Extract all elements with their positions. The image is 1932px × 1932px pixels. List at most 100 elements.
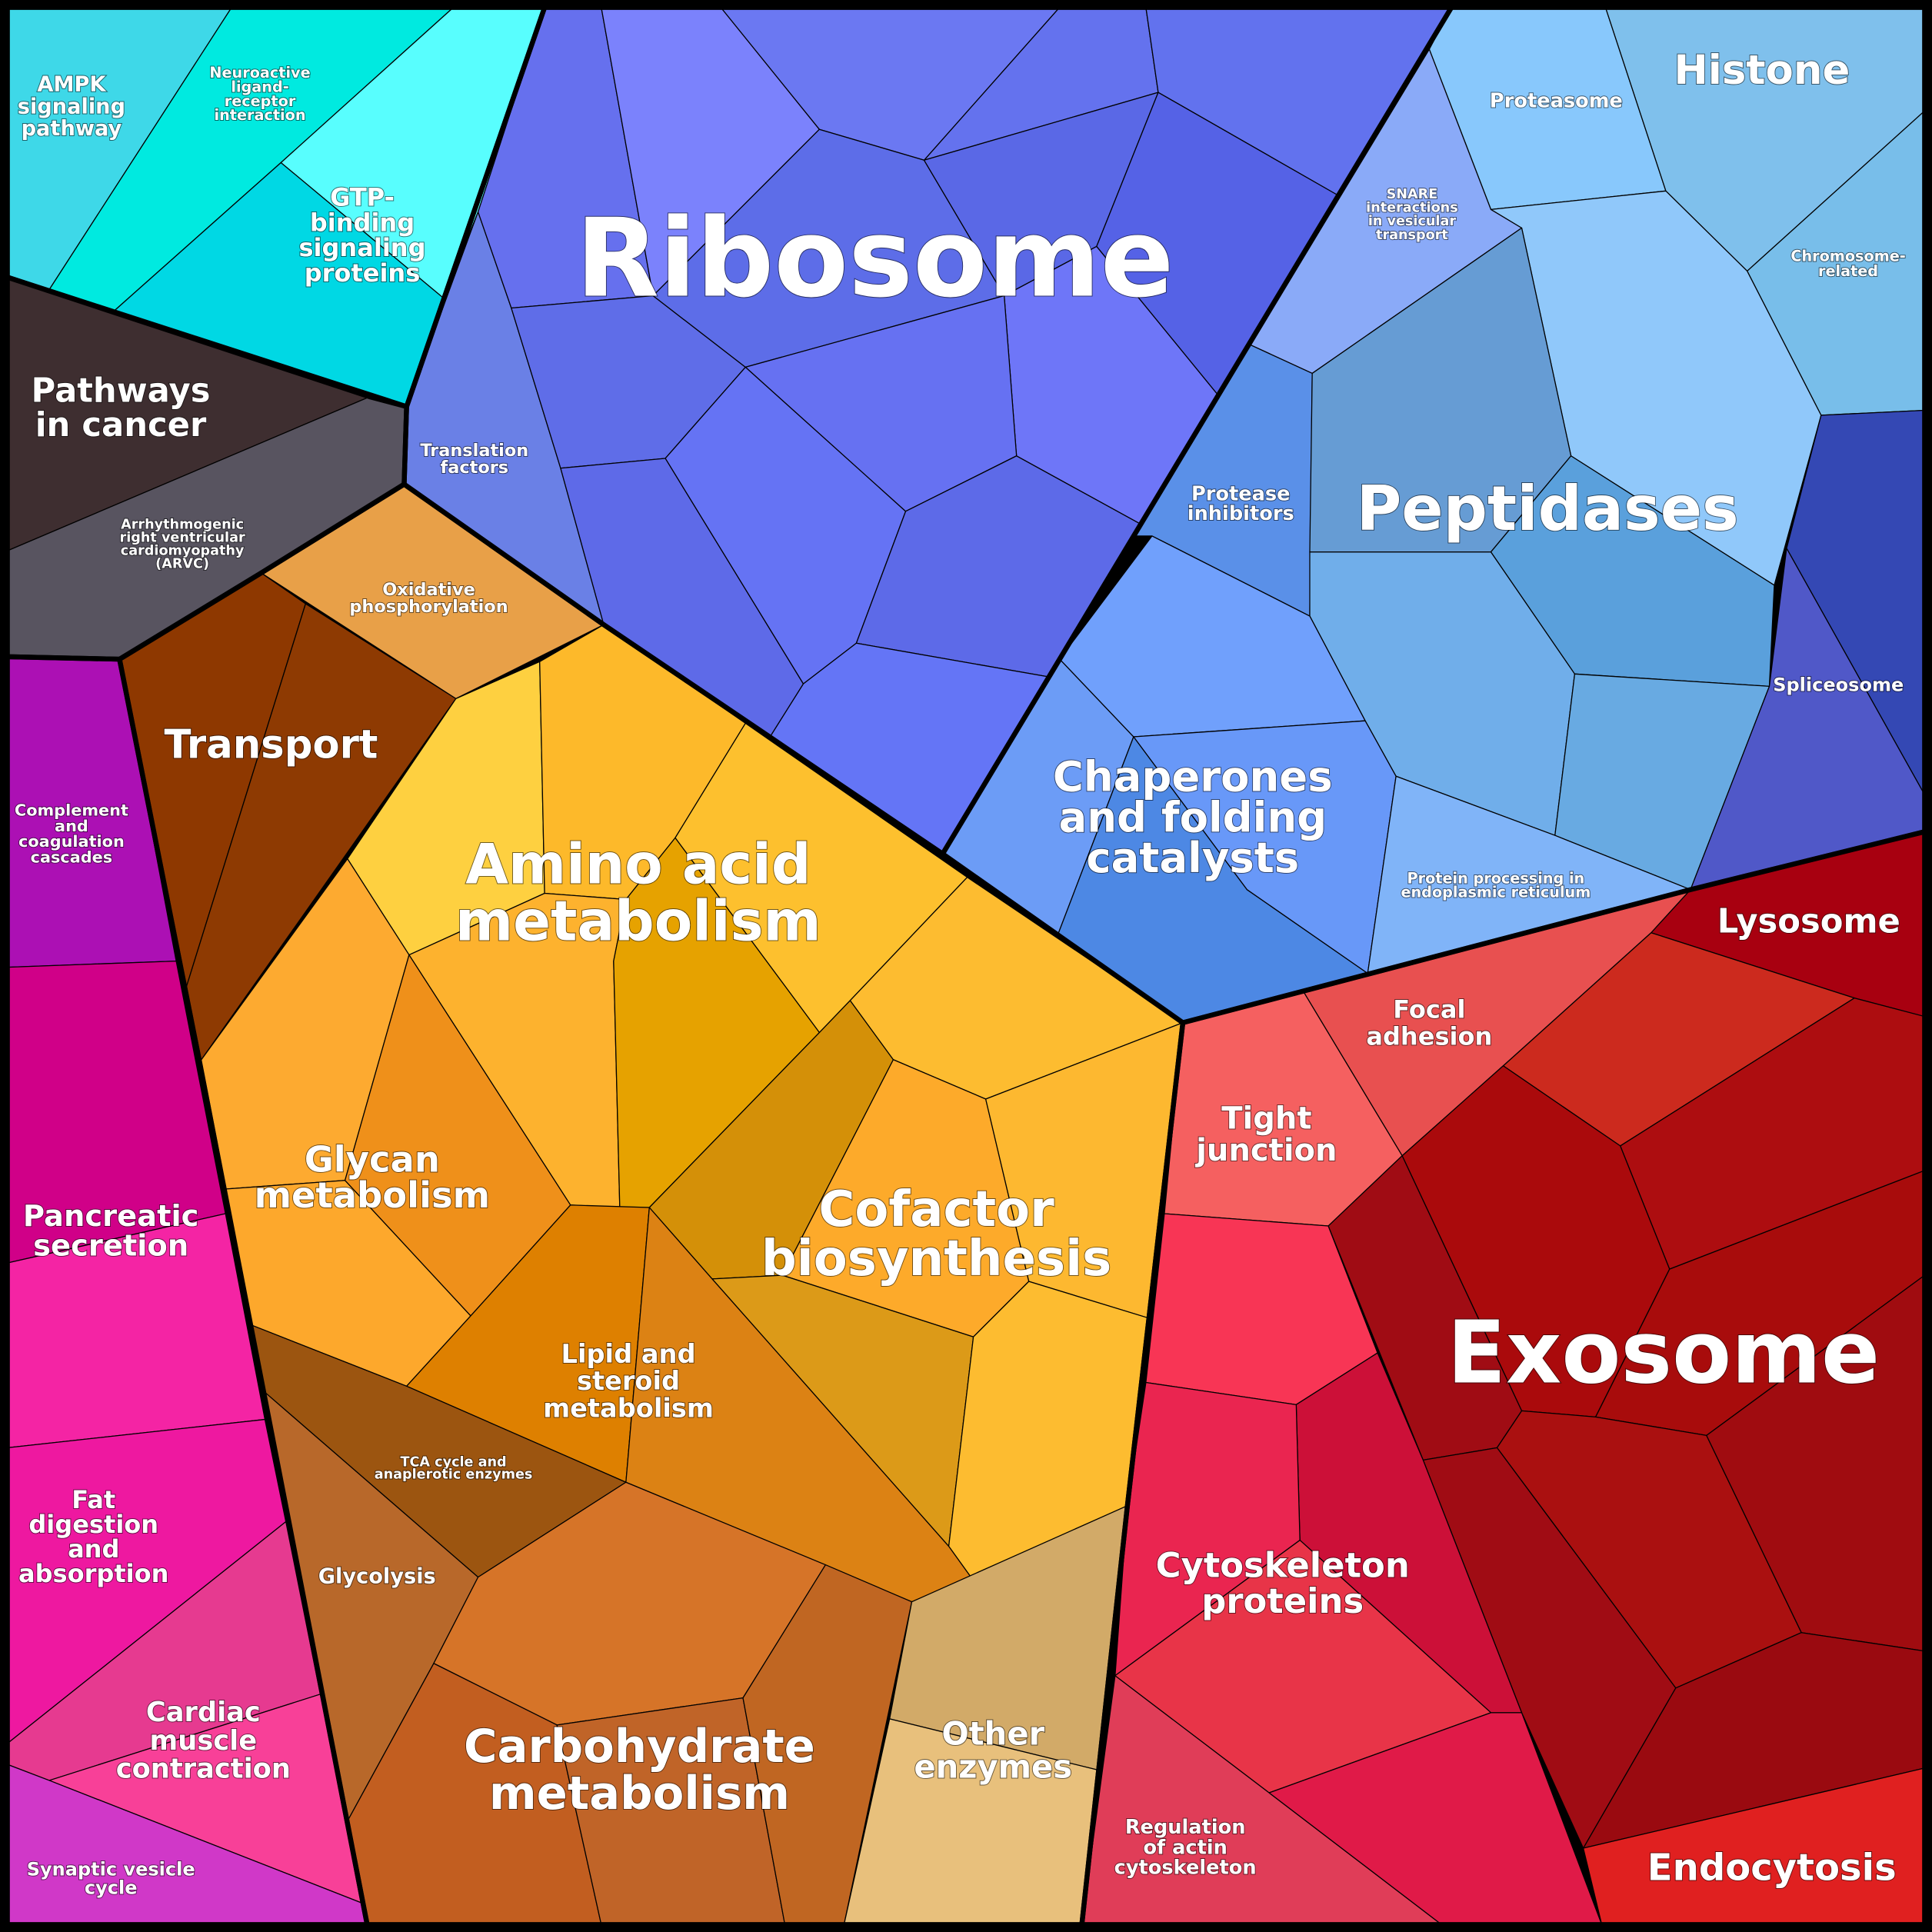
label-line: and folding [1058, 792, 1327, 841]
label-line: Transport [165, 721, 378, 768]
label-line: cardiomyopathy [121, 544, 245, 559]
label-proteasome: Proteasome [1490, 89, 1623, 112]
label-line: proteins [1201, 1581, 1364, 1621]
label-line: Chaperones [1053, 752, 1333, 801]
label-line: Other [941, 1714, 1044, 1752]
label-line: Tight [1221, 1101, 1311, 1136]
cell-carbohydrate-4[interactable] [742, 1564, 913, 1926]
label-line: Chromosome- [1790, 248, 1905, 265]
label-exosome: Exosome [1447, 1303, 1880, 1403]
label-line: Regulation [1125, 1816, 1246, 1839]
label-line: Fat [72, 1485, 115, 1514]
label-peptidases: Peptidases [1357, 473, 1739, 545]
label-line: Spliceosome [1773, 675, 1904, 696]
label-line: secretion [33, 1228, 188, 1263]
label-line: phosphorylation [349, 597, 508, 617]
label-line: contraction [116, 1754, 291, 1785]
label-line: Translation [420, 441, 528, 461]
label-line: Lysosome [1717, 903, 1900, 941]
label-line: TCA cycle and [400, 1454, 506, 1470]
label-line: muscle [150, 1725, 258, 1757]
label-line: enzymes [914, 1748, 1072, 1786]
cell-cytoskeleton-5[interactable] [1268, 1712, 1603, 1926]
label-line: GTP- [330, 183, 395, 212]
label-line: cycle [85, 1877, 138, 1898]
label-ribosome: Ribosome [576, 195, 1174, 321]
label-line: Protease [1191, 482, 1291, 505]
label-line: proteins [305, 258, 421, 288]
label-line: anaplerotic enzymes [375, 1467, 533, 1482]
label-line: in cancer [35, 406, 207, 445]
label-line: factors [440, 458, 508, 478]
label-line: SNARE [1387, 187, 1438, 202]
label-transport: Transport [165, 721, 378, 768]
label-line: Glycan [305, 1139, 440, 1181]
label-line: metabolism [455, 889, 821, 954]
label-line: Exosome [1447, 1303, 1880, 1403]
label-line: inhibitors [1188, 502, 1294, 525]
label-line: Endocytosis [1647, 1847, 1897, 1890]
label-line: Pathways [32, 371, 211, 410]
label-line: Histone [1674, 47, 1850, 94]
label-line: digestion [28, 1510, 158, 1539]
label-line: cascades [31, 848, 113, 867]
label-line: Lipid and [561, 1339, 696, 1369]
label-line: Amino acid [465, 833, 811, 898]
label-line: metabolism [543, 1393, 714, 1423]
label-spliceosome: Spliceosome [1773, 675, 1904, 696]
label-line: metabolism [255, 1174, 490, 1216]
label-line: Oxidative [382, 580, 475, 600]
label-line: Neuroactive [209, 64, 310, 82]
label-line: signaling [18, 95, 125, 118]
label-line: biosynthesis [761, 1231, 1111, 1287]
label-line: Protein processing in [1407, 870, 1585, 888]
label-line: Cofactor [818, 1181, 1054, 1238]
label-line: junction [1194, 1133, 1337, 1168]
label-line: Synaptic vesicle [27, 1858, 195, 1880]
label-line: Cytoskeleton [1156, 1545, 1410, 1586]
label-line: Ribosome [576, 195, 1174, 321]
label-line: Carbohydrate [464, 1720, 815, 1773]
label-histone: Histone [1674, 47, 1850, 94]
label-line: interactions [1366, 201, 1458, 216]
label-line: pathway [22, 117, 122, 141]
label-line: Complement [15, 801, 128, 820]
label-endocytosis: Endocytosis [1647, 1847, 1897, 1890]
label-line: and [55, 817, 88, 835]
label-line: Proteasome [1490, 89, 1623, 112]
label-line: receptor [225, 92, 296, 110]
label-line: (ARVC) [155, 557, 209, 572]
label-line: interaction [215, 106, 306, 124]
label-line: signaling [298, 233, 425, 262]
label-line: Arrhythmogenic [121, 517, 244, 532]
label-line: steroid [577, 1366, 680, 1396]
label-line: related [1818, 262, 1878, 280]
label-line: catalysts [1086, 833, 1299, 882]
label-line: Focal [1393, 994, 1465, 1024]
label-line: endoplasmic reticulum [1401, 883, 1591, 901]
